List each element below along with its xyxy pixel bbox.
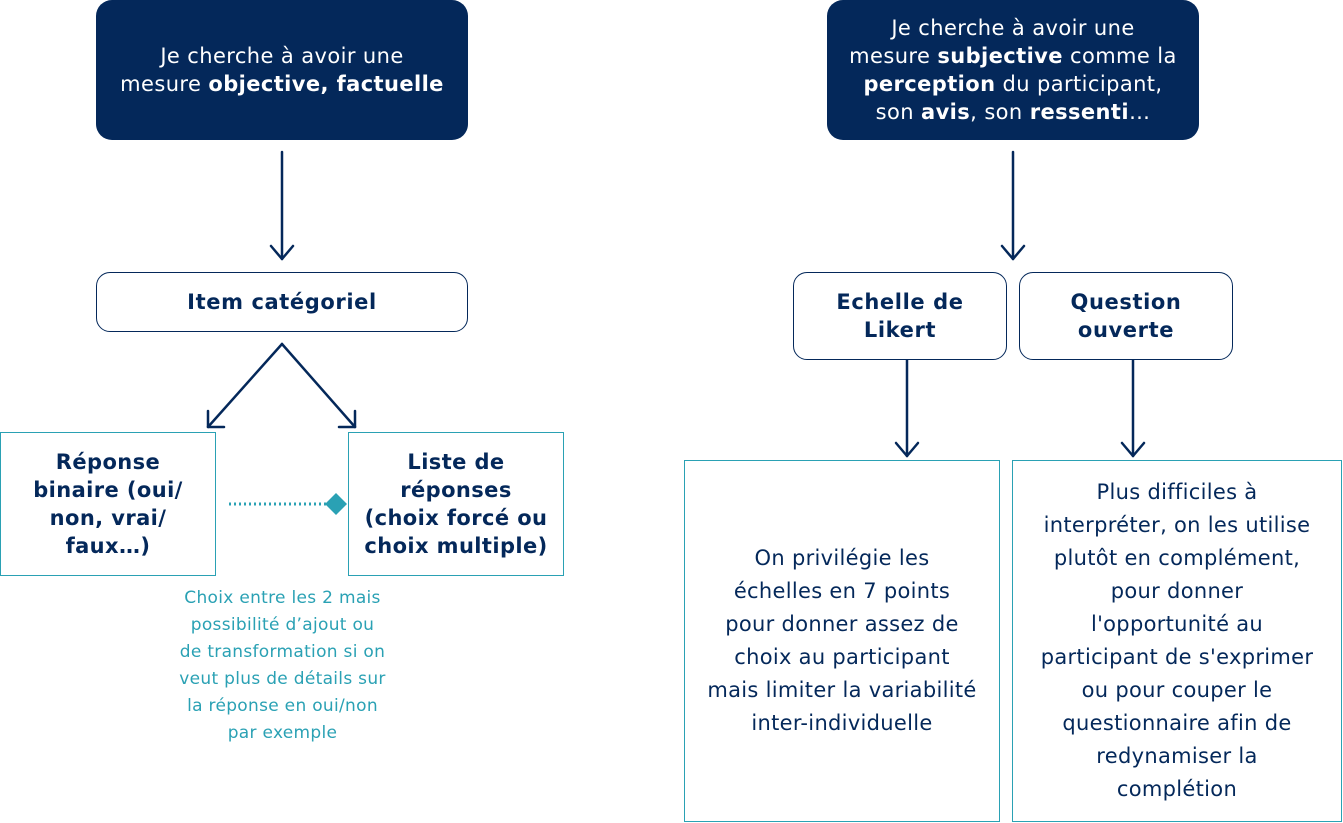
open-text-line: redynamiser la bbox=[1096, 744, 1258, 768]
likert-scale-box: Echelle de Likert bbox=[793, 272, 1007, 360]
likert-line2: Likert bbox=[863, 318, 937, 342]
subjective-text: du participant, bbox=[995, 72, 1163, 96]
open-question-box: Question ouverte bbox=[1019, 272, 1233, 360]
arrow-subjective-to-scales bbox=[1000, 150, 1026, 261]
note-line: de transformation si on bbox=[179, 642, 386, 662]
likert-text-line: On privilégie les bbox=[754, 546, 930, 570]
binary-line1: Réponse bbox=[55, 450, 161, 474]
subjective-text: comme la bbox=[1062, 44, 1177, 68]
item-categoriel-box: Item catégoriel bbox=[96, 272, 468, 332]
open-text-line: Plus difficiles à bbox=[1096, 480, 1258, 504]
likert-text-line: inter-individuelle bbox=[751, 711, 933, 735]
arrow-objective-to-item bbox=[269, 150, 295, 261]
objective-line2-prefix: mesure bbox=[120, 72, 209, 96]
objective-line1: Je cherche à avoir une bbox=[160, 44, 404, 68]
list-line4: choix multiple) bbox=[364, 534, 548, 558]
likert-explanation-box: On privilégie les échelles en 7 points p… bbox=[684, 460, 1000, 822]
subjective-bold: subjective bbox=[937, 44, 1063, 68]
avis-bold: avis bbox=[921, 100, 971, 124]
subjective-line1: Je cherche à avoir une bbox=[891, 16, 1135, 40]
open-text-line: questionnaire afin de bbox=[1062, 711, 1292, 735]
note-line: possibilité d’ajout ou bbox=[190, 615, 375, 635]
open-text-line: pour donner bbox=[1110, 579, 1244, 603]
open-text-line: participant de s'exprimer bbox=[1040, 645, 1314, 669]
note-line: la réponse en oui/non bbox=[187, 696, 378, 716]
arrow-likert-to-text bbox=[894, 358, 920, 458]
item-categoriel-label: Item catégoriel bbox=[187, 290, 377, 314]
response-list-box: Liste de réponses (choix forcé ou choix … bbox=[348, 432, 564, 576]
open-line2: ouverte bbox=[1077, 318, 1175, 342]
subjective-text: … bbox=[1128, 100, 1151, 124]
likert-text-line: choix au participant bbox=[734, 645, 950, 669]
open-text-line: complétion bbox=[1116, 777, 1238, 801]
list-line1: Liste de bbox=[407, 450, 505, 474]
list-line3: (choix forcé ou bbox=[364, 506, 548, 530]
subjective-measure-box: Je cherche à avoir une mesure subjective… bbox=[827, 0, 1199, 140]
arrow-open-to-text bbox=[1120, 358, 1146, 458]
open-text-line: interpréter, on les utilise bbox=[1043, 513, 1311, 537]
objective-measure-box: Je cherche à avoir une mesure objective,… bbox=[96, 0, 468, 140]
diamond-marker bbox=[325, 493, 347, 515]
open-question-explanation-box: Plus difficiles à interpréter, on les ut… bbox=[1012, 460, 1342, 822]
subjective-text: , son bbox=[970, 100, 1030, 124]
arrow-item-to-binary bbox=[206, 342, 284, 429]
subjective-text: mesure bbox=[849, 44, 938, 68]
note-line: Choix entre les 2 mais bbox=[184, 588, 381, 608]
objective-line2-bold: objective, factuelle bbox=[208, 72, 444, 96]
binary-response-box: Réponse binaire (oui/ non, vrai/ faux…) bbox=[0, 432, 216, 576]
choice-note: Choix entre les 2 mais possibilité d’ajo… bbox=[140, 585, 425, 747]
binary-line2: binaire (oui/ bbox=[33, 478, 183, 502]
arrow-item-to-list bbox=[280, 342, 357, 429]
note-line: veut plus de détails sur bbox=[179, 669, 386, 689]
open-text-line: plutôt en complément, bbox=[1053, 546, 1301, 570]
list-line2: réponses bbox=[400, 478, 512, 502]
open-text-line: l'opportunité au bbox=[1090, 612, 1264, 636]
likert-text-line: pour donner assez de bbox=[725, 612, 959, 636]
likert-text-line: mais limiter la variabilité bbox=[707, 678, 977, 702]
binary-line4: faux…) bbox=[65, 534, 151, 558]
perception-bold: perception bbox=[863, 72, 996, 96]
likert-line1: Echelle de bbox=[836, 290, 964, 314]
subjective-text: son bbox=[875, 100, 921, 124]
note-line: par exemple bbox=[227, 723, 338, 743]
binary-line3: non, vrai/ bbox=[49, 506, 167, 530]
ressenti-bold: ressenti bbox=[1029, 100, 1129, 124]
likert-text-line: échelles en 7 points bbox=[733, 579, 951, 603]
dotted-connector bbox=[229, 493, 347, 515]
open-text-line: ou pour couper le bbox=[1081, 678, 1273, 702]
open-line1: Question bbox=[1070, 290, 1182, 314]
